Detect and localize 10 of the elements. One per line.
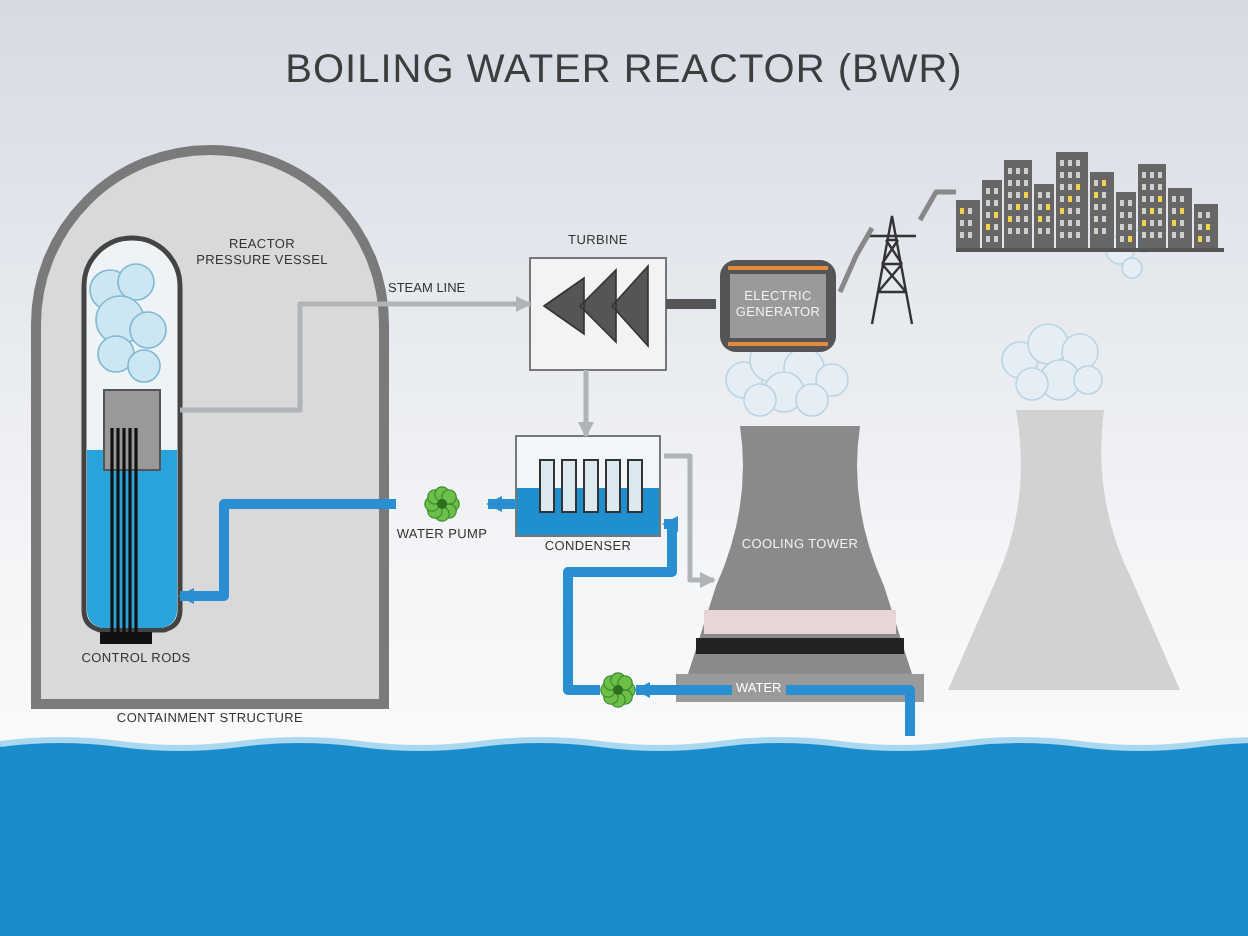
pipe-connector xyxy=(178,499,396,604)
pipe-connector xyxy=(917,189,956,222)
pipe-connector xyxy=(563,516,678,695)
pipe-connector xyxy=(486,496,516,512)
pipe-connector xyxy=(180,296,532,413)
pipe-connector xyxy=(664,453,716,588)
diagram-title: BOILING WATER REACTOR (BWR) xyxy=(283,48,965,94)
pipe-connector xyxy=(578,370,594,438)
pipe-connector xyxy=(666,299,716,309)
pipe-connector xyxy=(837,226,875,293)
